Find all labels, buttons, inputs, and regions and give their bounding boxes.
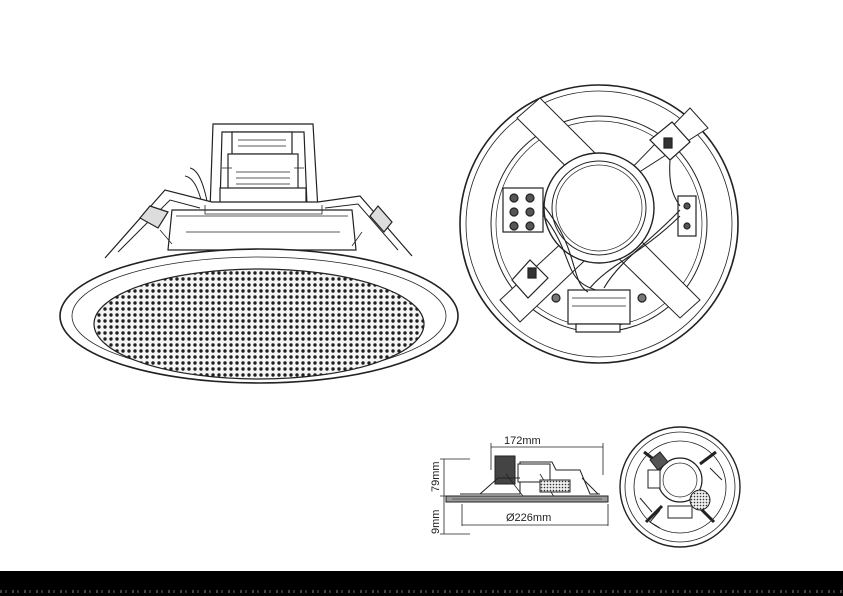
height-dimension-label: 79mm [430, 461, 442, 492]
diameter-dimension-label: Ø226mm [506, 512, 551, 524]
small-rear-view [620, 427, 740, 547]
speaker-grille [94, 269, 424, 379]
width-dimension-label: 172mm [504, 435, 541, 447]
transformer-bracket [185, 124, 318, 210]
bottom-bar [0, 571, 843, 596]
depth-dimension-label: 9mm [430, 510, 442, 534]
bottom-bar-pattern [0, 590, 843, 593]
magnet-cap [544, 153, 654, 263]
speaker-perspective-view [60, 124, 458, 383]
terminal-block [503, 188, 543, 232]
speaker-rear-view [460, 85, 738, 363]
